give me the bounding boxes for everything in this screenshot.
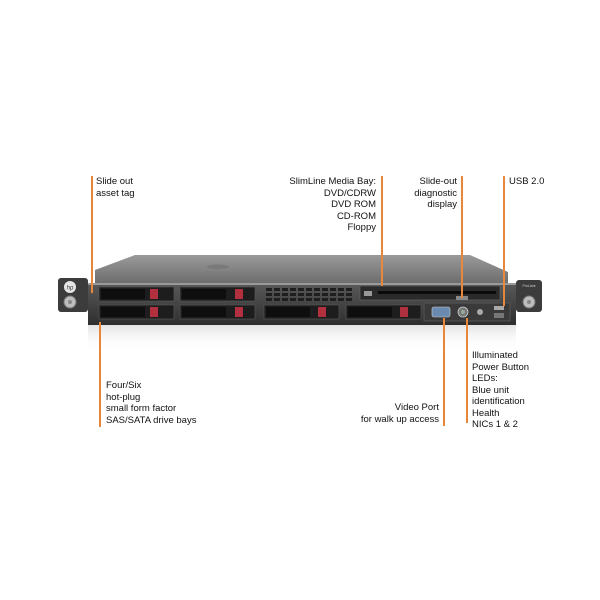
chassis-reflection (88, 325, 516, 351)
leader-power (466, 318, 468, 423)
leader-drive-bays (99, 322, 101, 427)
drive-bays (98, 286, 422, 320)
vent-grille (266, 288, 352, 301)
leader-video-port (443, 318, 445, 426)
drive-bay (263, 304, 340, 320)
optical-drive-slot (378, 291, 496, 294)
drive-bay (98, 286, 175, 302)
callout-line: Slide out (96, 176, 133, 187)
callout-line: for walk up access (360, 413, 439, 425)
media-eject-button (364, 291, 372, 296)
callout-line: Four/Six (106, 380, 142, 391)
drive-bay (98, 304, 175, 320)
callout-drive-bays: Four/Six hot-plug small form factor SAS/… (106, 380, 196, 426)
callout-line: Slide-out (419, 176, 458, 187)
callout-line: NICs 1 & 2 (472, 419, 518, 430)
chassis-top (95, 255, 508, 285)
uid-led-icon (477, 309, 483, 315)
callout-line: LEDs: (472, 373, 498, 384)
callout-line: Illuminated (472, 350, 518, 361)
video-port-icon (431, 306, 451, 318)
callout-asset-tag: Slide out asset tag (96, 176, 135, 199)
callout-line: diagnostic (414, 187, 457, 199)
drive-bay (345, 304, 422, 320)
leader-diagnostic (461, 176, 463, 298)
callout-line: asset tag (96, 187, 135, 199)
callout-line: hot-plug (106, 391, 141, 403)
callout-line: Power Button (472, 361, 530, 373)
diagnostic-panel-tab (456, 296, 468, 300)
callout-line: identification (472, 396, 525, 407)
callout-video-port: Video Port for walk up access (361, 402, 439, 425)
callout-line: Floppy (347, 222, 376, 233)
svg-text:ProLiant: ProLiant (522, 284, 535, 288)
callout-line: SAS/SATA drive bays (106, 414, 197, 426)
callout-line: small form factor (106, 403, 177, 414)
callout-line: Video Port (394, 402, 439, 413)
callout-line: SlimLine Media Bay: (289, 176, 376, 187)
callout-line: display (427, 199, 457, 210)
callout-usb: USB 2.0 (509, 176, 544, 188)
status-leds (494, 313, 504, 318)
callout-power: Illuminated Power Button LEDs: Blue unit… (472, 350, 529, 431)
callout-line: USB 2.0 (509, 176, 545, 187)
usb-port-icon (494, 306, 504, 310)
leader-asset-tag (91, 176, 93, 293)
leader-usb (503, 176, 505, 306)
callout-line: Health (472, 407, 500, 419)
callout-media-bay: SlimLine Media Bay: DVD/CDRW DVD ROM CD-… (289, 176, 376, 234)
leader-media-bay (381, 176, 383, 286)
svg-text:hp: hp (67, 286, 74, 292)
callout-line: Blue unit (472, 384, 509, 396)
hp-top-logo-icon (205, 263, 231, 271)
hp-logo-icon (64, 281, 76, 293)
drive-bay (179, 286, 256, 302)
callout-line: CD-ROM (336, 210, 376, 222)
callout-line: DVD ROM (331, 199, 376, 210)
callout-diagnostic: Slide-out diagnostic display (414, 176, 457, 211)
drive-bay (179, 304, 256, 320)
callout-line: DVD/CDRW (323, 187, 376, 199)
